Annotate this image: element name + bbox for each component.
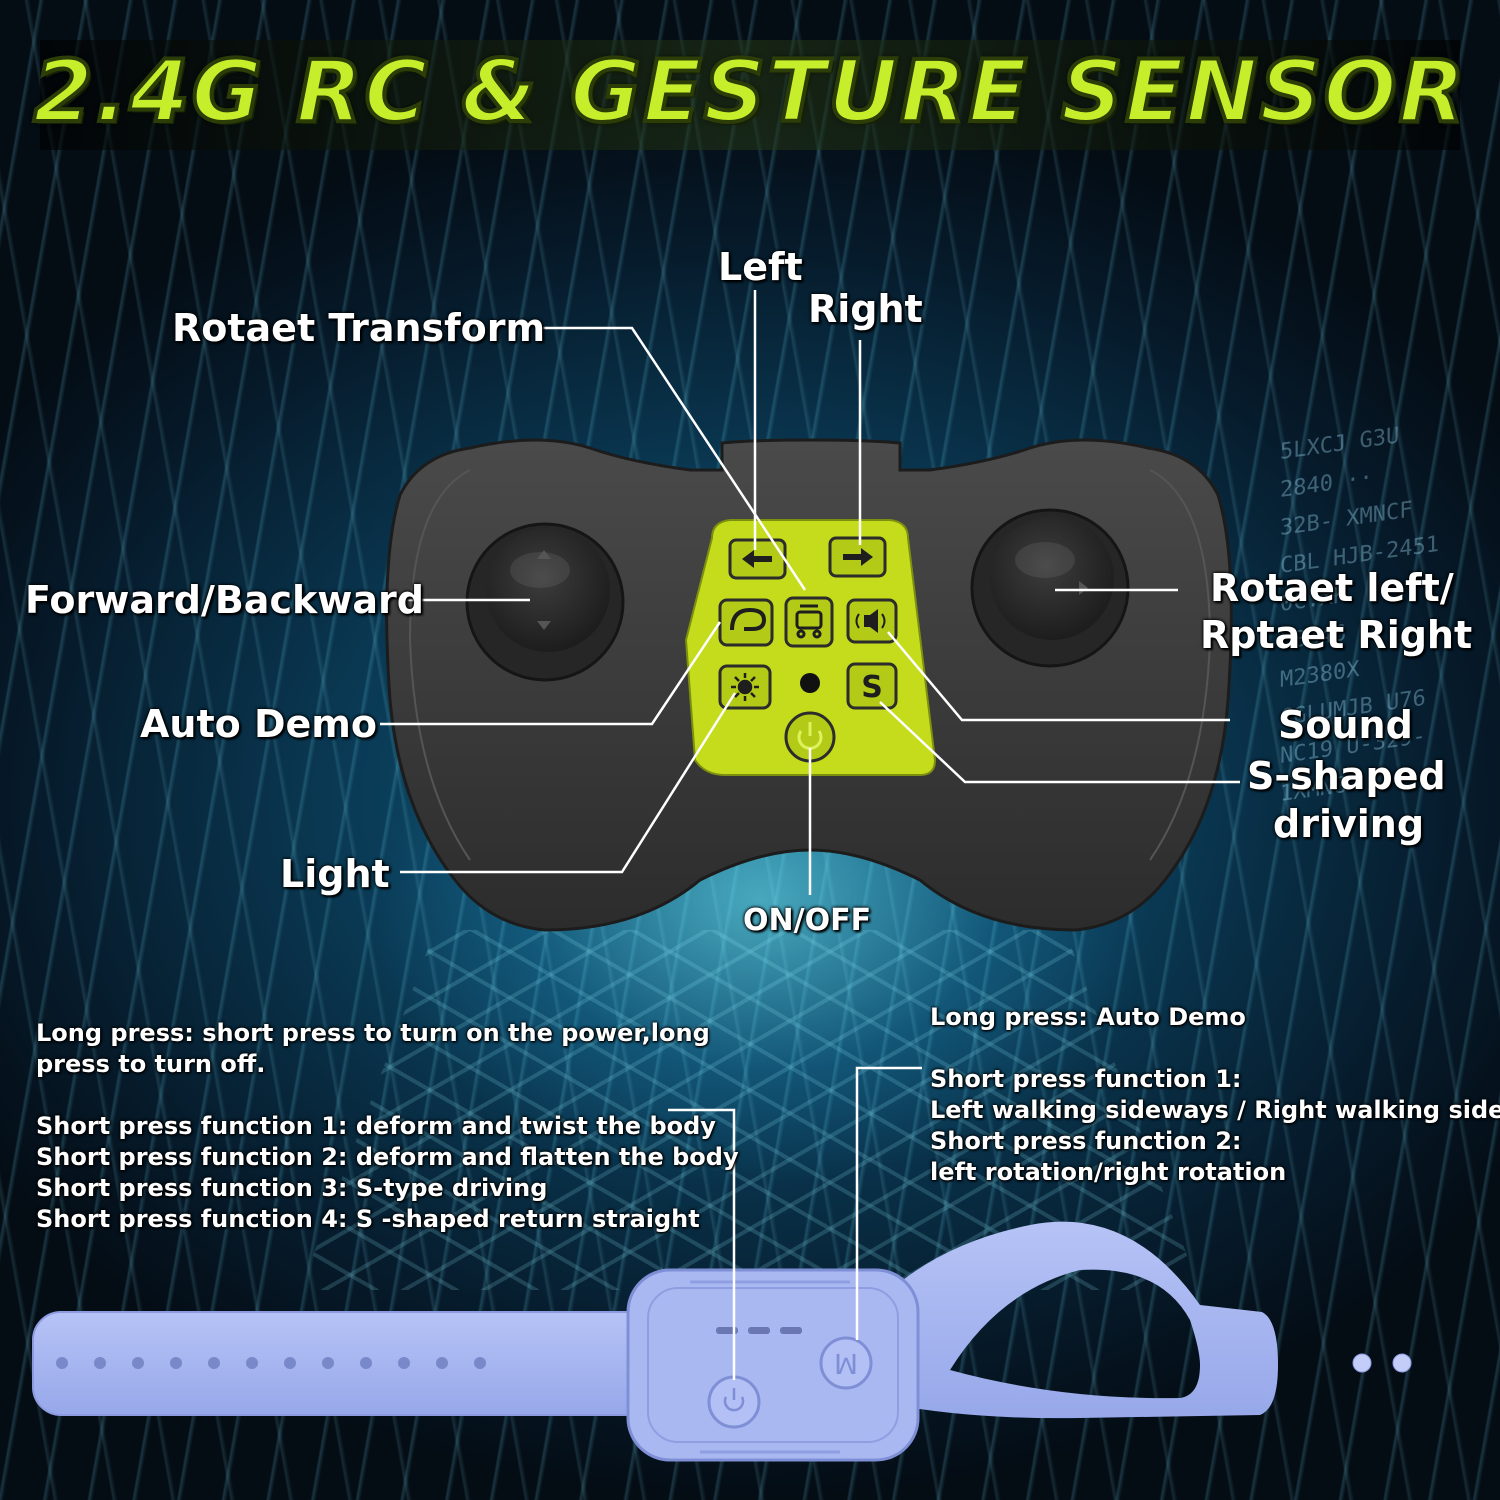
label-rotate-right: Rptaet Right	[1200, 613, 1473, 657]
speaker-icon	[864, 609, 878, 633]
label-forward-backward: Forward/Backward	[25, 578, 424, 622]
transform-icon	[795, 604, 823, 639]
left-joystick[interactable]	[465, 522, 625, 682]
watch-indicator-lights	[716, 1327, 802, 1334]
strap-stud	[1392, 1353, 1412, 1373]
mode-key-label: M	[834, 1347, 858, 1380]
label-rotate-transform: Rotaet Transform	[172, 306, 546, 350]
mode-button-notes: Long press: Auto Demo Short press functi…	[930, 1003, 1500, 1186]
light-icon	[731, 673, 759, 701]
right-joystick[interactable]	[970, 508, 1130, 668]
strap-holes	[56, 1357, 486, 1369]
rotate-transform-button[interactable]	[784, 596, 834, 648]
label-light: Light	[280, 852, 390, 896]
label-s-shaped: S-shaped	[1247, 754, 1446, 798]
watch-case	[626, 1268, 920, 1462]
watch-leader-lines	[668, 1066, 922, 1380]
label-rotate-left: Rotaet left/	[1210, 566, 1454, 610]
left-arrow-icon	[742, 550, 772, 568]
watch-mode-button[interactable]: M	[819, 1336, 873, 1390]
remote-grip-highlight-right	[1149, 469, 1212, 861]
label-left: Left	[718, 245, 803, 289]
light-button[interactable]	[718, 664, 772, 710]
power-button-notes: Long press: short press to turn on the p…	[36, 1019, 739, 1233]
label-sound: Sound	[1278, 703, 1413, 747]
label-auto-demo: Auto Demo	[140, 702, 377, 746]
status-led	[800, 673, 820, 693]
remote-grip-highlight	[408, 469, 471, 861]
power-icon	[723, 1388, 745, 1412]
label-driving: driving	[1273, 802, 1425, 846]
s-key-label: S	[861, 670, 883, 705]
watch-power-button[interactable]	[707, 1375, 761, 1429]
right-arrow-button[interactable]	[828, 536, 887, 578]
remote-leader-lines	[380, 290, 1240, 895]
label-right: Right	[808, 287, 923, 331]
auto-demo-button[interactable]	[718, 598, 774, 647]
page-title: 2.4G RC & GESTURE SENSOR	[31, 40, 1467, 144]
gesture-watch: M	[32, 1221, 1412, 1462]
watch-strap-left	[32, 1311, 674, 1416]
auto-demo-icon	[730, 607, 767, 631]
sound-button[interactable]	[846, 598, 898, 644]
watch-strap-loop	[870, 1221, 1278, 1419]
title-banner	[40, 40, 1460, 150]
s-drive-button[interactable]: S	[846, 662, 898, 710]
strap-stud	[1352, 1353, 1372, 1373]
remote-controller: S	[385, 438, 1233, 932]
label-on-off: ON/OFF	[743, 903, 872, 938]
right-arrow-icon	[843, 548, 873, 566]
